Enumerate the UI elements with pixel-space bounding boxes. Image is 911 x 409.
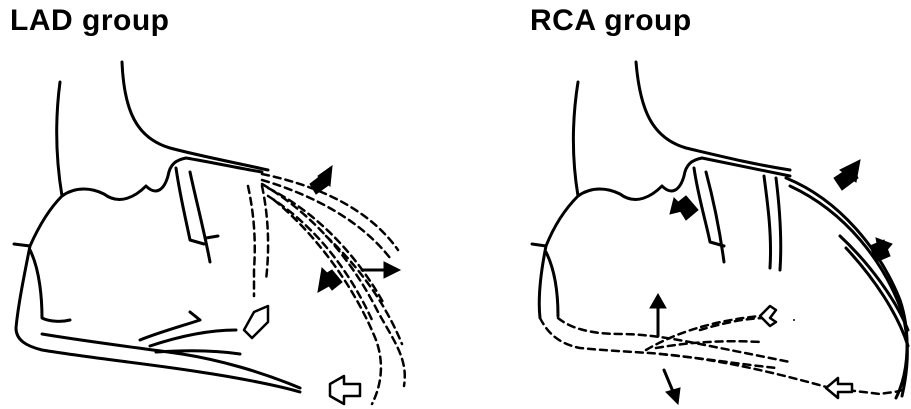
lad-left-wall [30,250,70,321]
lad-panel-drawing [14,62,405,404]
rca-aorta [574,82,791,199]
lad-branch-1 [176,168,204,244]
rca-dashed-6 [700,318,766,330]
rca-dot [793,319,795,321]
lad-arrow-solid-up-tail [310,170,330,194]
rca-dashed-1 [540,318,902,394]
rca-arrow-line-down-head [666,388,680,404]
lad-branch-1c [206,236,218,238]
rca-left-contour [532,196,578,318]
lad-outer-contour [14,196,300,392]
lad-arrow-line-right-head [384,262,400,278]
rca-arrow-solid-down-left-tail [676,196,698,220]
rca-arrow-line-up-head [650,294,666,308]
rca-arrow-open-small [760,306,776,326]
rca-left-wall [546,252,558,316]
lad-arrow-open-right [330,376,360,404]
rca-branch-1b [706,172,724,262]
rca-branch-2b [776,178,781,270]
lad-inner-contour [42,334,300,388]
lad-dashed-8 [262,186,268,280]
lad-dashed-9 [326,236,402,344]
lad-arrow-open-up [244,306,268,338]
rca-branch-2 [764,176,771,268]
rca-sweep-2 [790,186,907,396]
lad-aorta-right-wall [122,62,268,170]
rca-arrow-open-left [826,378,852,398]
lad-dashed-7 [248,186,255,296]
rca-dashed-4 [656,341,760,348]
lad-aorta [57,82,262,199]
rca-panel-drawing [532,62,908,404]
lad-branch-1b [190,172,210,262]
rca-aorta-right-wall [636,62,790,170]
rca-sweep-1 [786,178,907,398]
